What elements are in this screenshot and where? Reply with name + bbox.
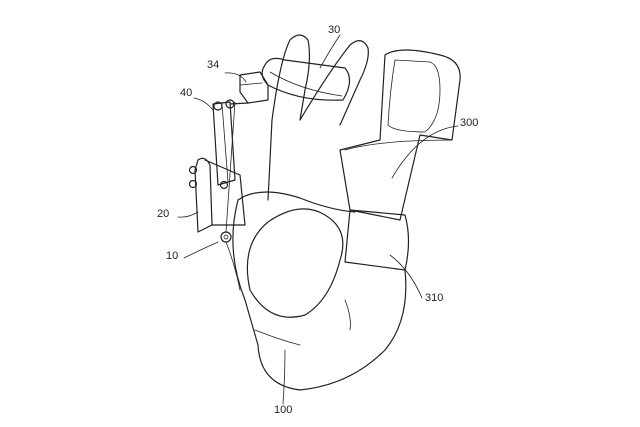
finger-sleeve: [340, 50, 460, 220]
base-plate: [195, 158, 212, 232]
label-40: 40: [180, 88, 192, 99]
label-34: 34: [207, 60, 219, 71]
label-30: 30: [328, 25, 340, 36]
label-100: 100: [274, 405, 292, 416]
label-20: 20: [157, 209, 169, 220]
label-310: 310: [425, 293, 443, 304]
actuator: [213, 102, 235, 185]
strap-connector: [240, 72, 268, 103]
wrist-band: [345, 210, 409, 270]
finger-strap: [262, 58, 349, 100]
index-finger: [268, 35, 309, 200]
label-300: 300: [460, 118, 478, 129]
glove: [233, 200, 406, 390]
label-10: 10: [166, 251, 178, 262]
cable-anchor: [221, 232, 231, 242]
middle-finger: [300, 41, 368, 125]
thumb: [247, 209, 342, 317]
